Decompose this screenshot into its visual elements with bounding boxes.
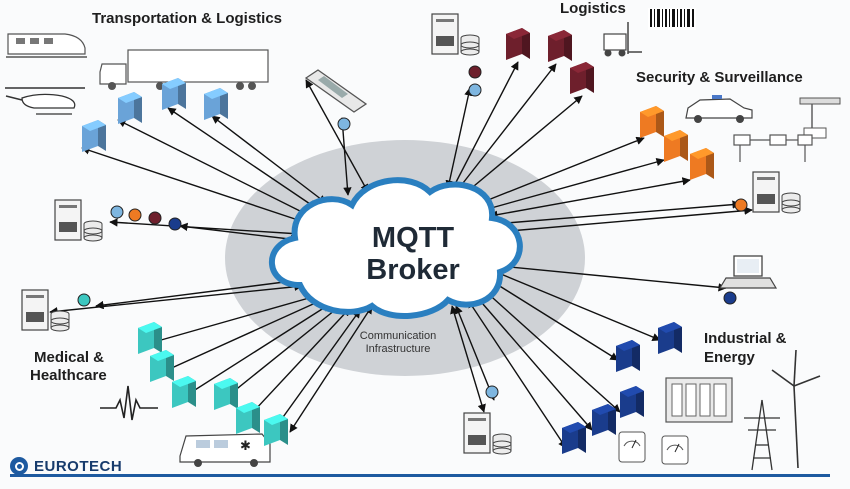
client-dot-11 bbox=[485, 385, 499, 399]
client-dot-5 bbox=[128, 208, 142, 222]
connection-arrow-15 bbox=[497, 206, 753, 236]
logistics-device-module-1 bbox=[506, 28, 530, 60]
helicopter-icon bbox=[5, 87, 85, 115]
client-dot-7 bbox=[168, 217, 182, 231]
sector-label-industrial-line2: Energy bbox=[704, 349, 755, 366]
police-car-icon bbox=[685, 95, 753, 123]
barcode-icon bbox=[648, 8, 696, 30]
broker-line2: Broker bbox=[366, 254, 460, 286]
client-dot-6 bbox=[148, 211, 162, 225]
medical-device-module-1 bbox=[138, 322, 162, 354]
transport-device-module-3 bbox=[162, 78, 186, 110]
transport-device-module-4 bbox=[204, 88, 228, 120]
brand-underline bbox=[10, 474, 830, 477]
server-medical bbox=[21, 289, 70, 332]
eurotech-logo-icon bbox=[10, 457, 28, 475]
connection-arrow-34 bbox=[454, 305, 496, 401]
logistics-device-module-2 bbox=[548, 30, 572, 62]
client-dot-8 bbox=[77, 293, 91, 307]
security-network-icon bbox=[733, 134, 813, 162]
mqtt-broker-cloud bbox=[268, 177, 523, 319]
transport-device-module-2 bbox=[118, 92, 142, 124]
medical-device-module-2 bbox=[150, 350, 174, 382]
ambulance-icon: ✱ bbox=[179, 433, 271, 467]
industrial-device-module-1 bbox=[658, 322, 682, 354]
meter-icon bbox=[618, 431, 689, 465]
eurotech-logo-text: EUROTECH bbox=[34, 457, 123, 475]
server-left bbox=[54, 199, 103, 242]
infrastructure-line1: Communication bbox=[359, 330, 437, 342]
client-dot-9 bbox=[734, 198, 748, 212]
connection-arrows bbox=[49, 61, 753, 449]
transport-device-module-1 bbox=[82, 120, 106, 152]
sector-label-medical-line2: Healthcare bbox=[30, 367, 107, 384]
mqtt-broker-label: MQTT Broker bbox=[318, 222, 508, 286]
laptop-icon bbox=[718, 255, 778, 289]
client-dot-10 bbox=[723, 291, 737, 305]
client-dot-1 bbox=[468, 65, 482, 79]
device-modules bbox=[82, 28, 714, 454]
server-logistics bbox=[431, 13, 480, 56]
broker-line1: MQTT bbox=[371, 222, 455, 254]
heartbeat-icon bbox=[100, 385, 158, 421]
client-dot-4 bbox=[110, 205, 124, 219]
connection-arrow-26 bbox=[289, 305, 373, 433]
sector-label-medical-line1: Medical & bbox=[34, 349, 105, 366]
wind-turbine-icon bbox=[771, 349, 821, 469]
servers bbox=[21, 13, 801, 455]
medical-device-module-3 bbox=[172, 376, 196, 408]
industrial-device-module-5 bbox=[562, 422, 586, 454]
medical-device-module-5 bbox=[236, 402, 260, 434]
industrial-device-module-2 bbox=[616, 340, 640, 372]
medical-device-module-4 bbox=[214, 378, 238, 410]
industrial-device-module-3 bbox=[620, 386, 644, 418]
eurotech-logo: EUROTECH bbox=[10, 455, 122, 477]
client-dots bbox=[77, 65, 748, 399]
forklift-icon bbox=[603, 22, 642, 57]
handheld-device-icon bbox=[304, 69, 368, 113]
security-device-module-1 bbox=[640, 106, 664, 138]
industrial-device-module-4 bbox=[592, 404, 616, 436]
connection-arrow-6 bbox=[305, 79, 369, 193]
infrastructure-line2: Infrastructure bbox=[365, 343, 431, 355]
sector-label-logistics: Logistics bbox=[560, 0, 626, 17]
train-icon bbox=[6, 33, 87, 58]
control-cabinet-icon bbox=[665, 377, 733, 423]
client-dot-2 bbox=[468, 83, 482, 97]
sector-label-transportation: Transportation & Logistics bbox=[92, 10, 283, 27]
server-bottom bbox=[463, 412, 512, 455]
client-dot-3 bbox=[337, 117, 351, 131]
sector-label-security: Security & Surveillance bbox=[636, 69, 803, 86]
transmission-tower-icon bbox=[744, 399, 780, 471]
security-device-module-2 bbox=[664, 130, 688, 162]
medical-device-module-6 bbox=[264, 414, 288, 446]
security-device-module-3 bbox=[690, 148, 714, 180]
truck-icon bbox=[99, 49, 269, 90]
sector-label-industrial-line1: Industrial & bbox=[704, 330, 787, 347]
logistics-device-module-3 bbox=[570, 62, 594, 94]
server-security bbox=[752, 171, 801, 214]
connection-arrow-3 bbox=[167, 107, 317, 209]
svg-text:✱: ✱ bbox=[240, 439, 251, 454]
infrastructure-label: Communication Infrastructure bbox=[338, 330, 458, 356]
connection-arrow-17 bbox=[179, 222, 299, 244]
camera-icon bbox=[799, 97, 841, 139]
